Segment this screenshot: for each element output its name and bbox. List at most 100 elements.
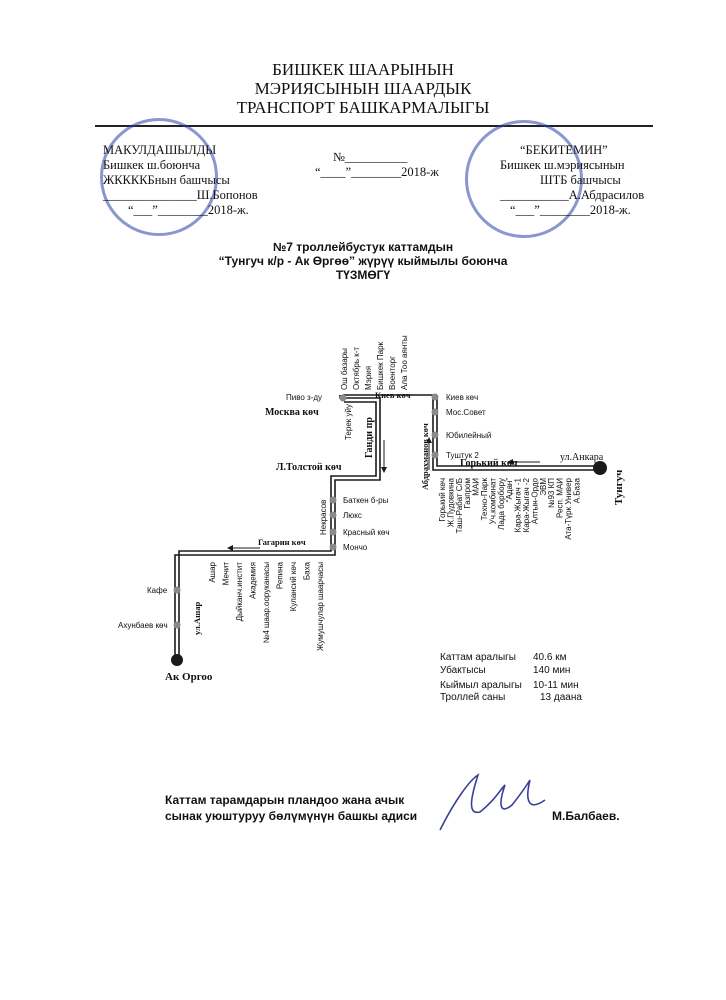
stop-label: Мэрия — [364, 366, 373, 390]
stop-marker — [173, 586, 181, 594]
approval-right-line-2: Бишкек ш.мэриясынын — [500, 158, 625, 172]
stop-label: Репина — [276, 561, 285, 589]
stop-ahunbaev: Ахунбаев көч — [118, 621, 168, 630]
stop-label: Жумушчулар шаарчасы — [316, 562, 325, 651]
footer-line-1: Каттам тарамдарын пландоо жана ачык — [165, 793, 405, 807]
street-nekrasov: Некрасов — [319, 500, 328, 535]
stop-marker — [431, 408, 439, 416]
stat-length-label: Каттам аралыгы — [440, 652, 516, 663]
document-number-line: №__________ — [333, 150, 408, 164]
header-line-2: МЭРИЯСЫНЫН ШААРДЫК — [254, 79, 472, 98]
direction-arrows — [227, 437, 540, 551]
stop-marker — [431, 451, 439, 459]
scheme-title-line-3: ТҮЗМӨГҮ — [335, 268, 391, 282]
street-gorkiy: Горький көч — [460, 458, 518, 469]
stop-label: Юбилейный — [446, 431, 491, 440]
gagarin-stops: Ашар Мечит Дыйканч.инстит Академия №4 шаар.о… — [208, 561, 325, 651]
street-gagarin: Гагарин көч — [258, 537, 306, 547]
terminal-ak-orgoo — [171, 654, 183, 666]
stop-label: Кара-Жыгач -2 — [522, 477, 531, 532]
stop-label: Академия — [249, 562, 258, 599]
stop-marker — [329, 511, 337, 519]
stop-label: Респ. МАИ — [556, 478, 565, 518]
approval-left-date: “___”________2018-ж. — [128, 203, 249, 217]
stat-time-value: 140 мин — [533, 665, 570, 676]
stop-label: Ж.Пудовкина — [446, 477, 455, 527]
approval-left-line-3: ЖККККБнын башчысы — [103, 173, 230, 187]
stop-label: Ала Тоо аянты — [400, 335, 409, 390]
stat-time-label: Убактысы — [440, 664, 486, 676]
stop-label: Горький көч — [438, 478, 447, 522]
right-seal-stamp — [465, 120, 583, 238]
approval-right-line-3: ШТБ башчысы — [540, 173, 621, 187]
stop-label: А.База — [572, 477, 581, 503]
scheme-title-line-1: №7 троллейбустук каттамдын — [272, 240, 454, 254]
stop-label: ЭВМ — [539, 478, 548, 496]
footer-position: Каттам тарамдарын пландоо жана ачык сына… — [165, 792, 417, 824]
scheme-title: №7 троллейбустук каттамдын “Тунгуч к/р -… — [0, 240, 726, 282]
header-line-1: БИШКЕК ШААРЫНЫН — [272, 60, 454, 79]
stop-kafe: Кафе — [147, 586, 168, 595]
stop-label: Мос.Совет — [446, 408, 486, 417]
handwritten-signature — [439, 773, 546, 831]
stop-marker — [329, 528, 337, 536]
stop-pivo: Пиво з-ду — [286, 393, 322, 402]
stop-label: Таш-Рабат С/Б — [455, 478, 464, 533]
stop-label: Алтын-Ордо — [530, 477, 539, 524]
street-kiev: Киев көч — [375, 390, 411, 400]
street-ashar: ул.Ашар — [192, 602, 202, 635]
approval-left: МАКУЛДАШЫЛДЫ Бишкек ш.боюнча ЖККККБнын б… — [103, 143, 258, 218]
stop-label: Дыйканч.инстит — [235, 562, 244, 622]
street-moskva: Москва көч — [265, 407, 319, 418]
stat-length-value: 40.6 км — [533, 652, 567, 663]
stop-marker — [431, 393, 439, 401]
stat-interval-value: 10-11 мин — [533, 680, 579, 691]
stop-label: №4 шаар.ооруканасы — [262, 562, 271, 643]
street-gandi: Ганди пр — [364, 417, 375, 458]
stop-label: Лада борбору — [497, 478, 506, 530]
document-number-date: “____”________2018-ж — [315, 165, 439, 179]
stop-label: Красный көч — [343, 528, 390, 537]
footer-line-2: сынак уюштуруу бөлүмүнүн башкы адиси — [165, 809, 418, 823]
stop-label: Ош базары — [340, 348, 349, 390]
stop-label: Октябрь к-т — [352, 347, 361, 390]
left-seal-stamp — [100, 118, 218, 236]
stop-label: Мечит — [222, 562, 231, 586]
stop-label: Мончо — [343, 543, 368, 552]
stop-label: Бишкек Парк — [376, 341, 385, 390]
stop-marker — [329, 496, 337, 504]
approval-right-date: “___”________2018-ж. — [510, 203, 631, 217]
footer-name: М.Балбаев. — [552, 809, 620, 823]
approval-left-line-2: Бишкек ш.боюнча — [103, 158, 201, 172]
terminal-tunguch — [593, 461, 607, 475]
stat-count-label: Троллей саны — [440, 692, 505, 703]
approval-right-title: “БЕКИТЕМИН” — [520, 143, 608, 157]
approval-right-signature: ___________А.Абдрасилов — [500, 188, 645, 202]
stop-label: Ашар — [208, 561, 217, 582]
stop-label: Люкс — [343, 511, 362, 520]
stop-label: Киев көч — [446, 393, 478, 402]
stat-count-value: 13 даана — [540, 692, 582, 703]
stop-label: Газпром — [463, 478, 472, 509]
scheme-title-line-2: “Тунгуч к/р - Ак Өргөө” жүрүү кыймылы бо… — [218, 254, 508, 268]
street-ankara: ул.Анкара — [560, 452, 604, 463]
stop-marker — [339, 394, 347, 402]
stop-label: Туштук 2 — [446, 451, 479, 460]
street-tolstoy: Л.Толстой көч — [276, 462, 342, 473]
stop-label: Уч.комбинат — [488, 478, 497, 525]
stop-marker — [329, 543, 337, 551]
stop-label: Военторг — [388, 356, 397, 390]
stop-label: Техно-Парк — [480, 478, 489, 521]
stop-terek: Терек уйу — [344, 404, 353, 440]
street-abdrahmanov: Абдрахманов көч — [420, 423, 430, 490]
stop-label: Кара-Жыгач -1 — [514, 477, 523, 532]
stop-label: Баткен б-ры — [343, 496, 389, 505]
stop-label: №93 КП — [547, 478, 556, 508]
stop-marker — [173, 621, 181, 629]
stop-label: “Адан” — [505, 478, 514, 503]
stop-markers — [173, 393, 439, 629]
